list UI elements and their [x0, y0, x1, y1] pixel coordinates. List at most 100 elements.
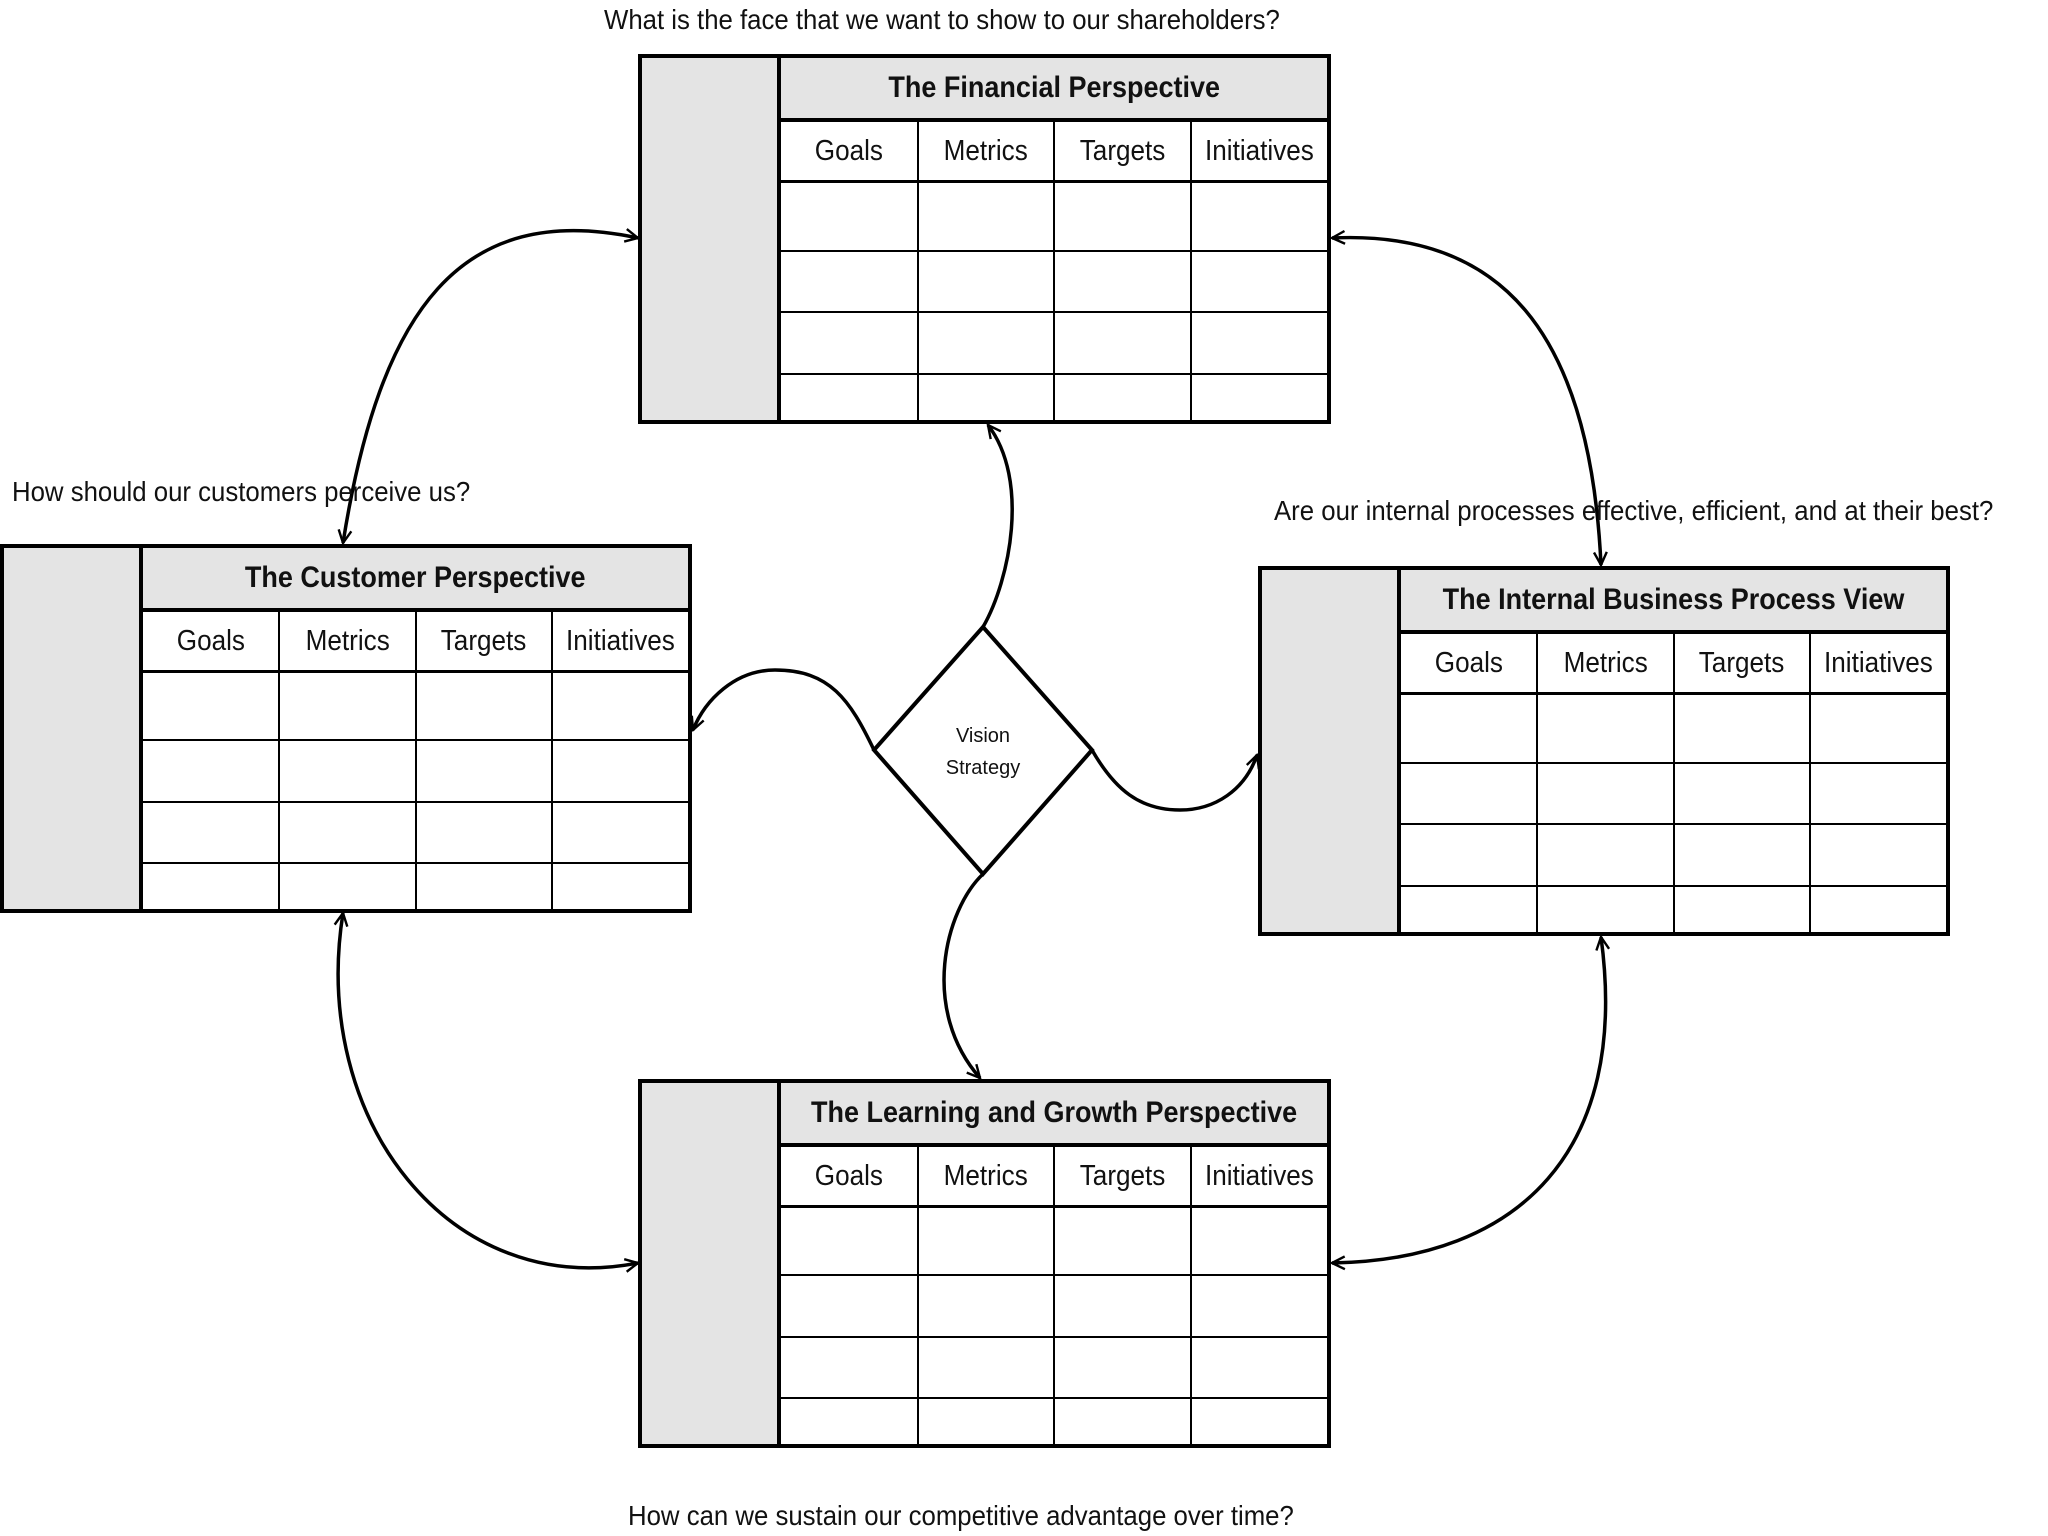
customer-perspective-card: The Customer Perspective Goals Metrics T…	[0, 544, 692, 913]
table-cell	[1673, 824, 1811, 887]
table-cell	[1054, 312, 1192, 375]
arrow-center-to-customer	[693, 668, 876, 751]
card-title: The Internal Business Process View	[1401, 570, 1946, 634]
table-cell	[1190, 1206, 1327, 1277]
column-header-goals: Goals	[143, 612, 281, 673]
column-header-targets: Targets	[1673, 634, 1811, 695]
table-cell	[143, 740, 281, 803]
table-cell	[279, 740, 417, 803]
card-side-panel	[1262, 570, 1401, 932]
table-row	[781, 373, 1327, 420]
column-header-metrics: Metrics	[279, 612, 417, 673]
table-cell	[1190, 1275, 1327, 1338]
table-cell	[1537, 824, 1675, 887]
table-row	[781, 1398, 1327, 1444]
table-cell	[1809, 824, 1946, 887]
table-row	[781, 250, 1327, 314]
table-cell	[1537, 693, 1675, 764]
table-cell	[781, 1275, 919, 1338]
table-row	[781, 181, 1327, 252]
table-cell	[1054, 181, 1192, 252]
column-header-initiatives: Initiatives	[1809, 634, 1946, 695]
column-header-metrics: Metrics	[917, 1147, 1055, 1208]
table-row	[781, 1336, 1327, 1400]
arrow-financial-customer	[343, 231, 638, 543]
question-internal: Are our internal processes effective, ef…	[1274, 495, 1994, 526]
table-cell	[917, 250, 1055, 314]
table-cell	[143, 801, 281, 865]
table-cell	[781, 181, 919, 252]
column-header-targets: Targets	[415, 612, 553, 673]
column-header-goals: Goals	[781, 1147, 919, 1208]
table-cell	[1809, 693, 1946, 764]
table-cell	[415, 740, 553, 803]
table-row	[143, 671, 688, 742]
table-row	[781, 1206, 1327, 1277]
table-cell	[143, 671, 281, 742]
table-row	[143, 740, 688, 803]
table-cell	[1401, 885, 1539, 932]
table-cell	[1537, 885, 1675, 932]
table-cell	[1809, 762, 1946, 826]
table-cell	[917, 312, 1055, 375]
table-cell	[1054, 250, 1192, 314]
table-cell	[1401, 824, 1539, 887]
scorecard-table: Goals Metrics Targets Initiatives	[781, 122, 1327, 420]
column-header-metrics: Metrics	[917, 122, 1055, 183]
table-cell	[1190, 312, 1327, 375]
table-cell	[415, 801, 553, 865]
table-row	[1401, 762, 1946, 826]
column-header-goals: Goals	[1401, 634, 1539, 695]
table-cell	[1054, 1398, 1192, 1444]
card-side-panel	[4, 548, 143, 909]
table-cell	[1190, 250, 1327, 314]
table-row	[143, 801, 688, 865]
arrow-internal-learning	[1332, 937, 1606, 1263]
scorecard-table: Goals Metrics Targets Initiatives	[143, 612, 688, 909]
question-customer: How should our customers perceive us?	[12, 476, 471, 507]
question-learning: How can we sustain our competitive advan…	[628, 1500, 1294, 1531]
arrow-center-to-internal	[1090, 749, 1257, 812]
column-header-metrics: Metrics	[1537, 634, 1675, 695]
column-header-targets: Targets	[1054, 1147, 1192, 1208]
table-cell	[1054, 1336, 1192, 1400]
table-cell	[551, 801, 688, 865]
table-row	[1401, 693, 1946, 764]
table-row	[781, 1275, 1327, 1338]
table-cell	[781, 373, 919, 420]
table-cell	[1810, 886, 1946, 932]
table-cell	[917, 373, 1055, 420]
table-cell	[1054, 1275, 1192, 1338]
scorecard-table: Goals Metrics Targets Initiatives	[1401, 634, 1946, 932]
table-cell	[279, 671, 417, 742]
table-cell	[279, 863, 417, 909]
column-header-initiatives: Initiatives	[1190, 122, 1327, 183]
column-header-initiatives: Initiatives	[551, 612, 688, 673]
table-cell	[1190, 181, 1327, 252]
table-cell	[781, 1206, 919, 1277]
table-cell	[917, 1275, 1055, 1338]
table-cell	[1673, 885, 1811, 932]
table-cell	[1673, 693, 1811, 764]
table-cell	[917, 1206, 1055, 1277]
table-cell	[1190, 1336, 1327, 1400]
table-row	[1401, 885, 1946, 932]
financial-perspective-card: The Financial Perspective Goals Metrics …	[638, 54, 1331, 424]
arrow-customer-learning	[338, 913, 638, 1268]
table-cell	[917, 181, 1055, 252]
card-side-panel	[642, 1083, 781, 1444]
table-cell	[551, 671, 688, 742]
strategy-text: Strategy	[945, 757, 1021, 779]
scorecard-table: Goals Metrics Targets Initiatives	[781, 1147, 1327, 1444]
column-header-targets: Targets	[1054, 122, 1192, 183]
table-cell	[143, 863, 281, 909]
table-cell	[1673, 762, 1811, 826]
card-title: The Learning and Growth Perspective	[781, 1083, 1327, 1147]
table-cell	[917, 1336, 1055, 1400]
card-title: The Financial Perspective	[781, 58, 1327, 122]
table-cell	[1537, 762, 1675, 826]
table-cell	[1054, 373, 1192, 420]
table-cell	[415, 863, 553, 909]
arrow-financial-internal	[1332, 238, 1601, 565]
table-cell	[781, 250, 919, 314]
